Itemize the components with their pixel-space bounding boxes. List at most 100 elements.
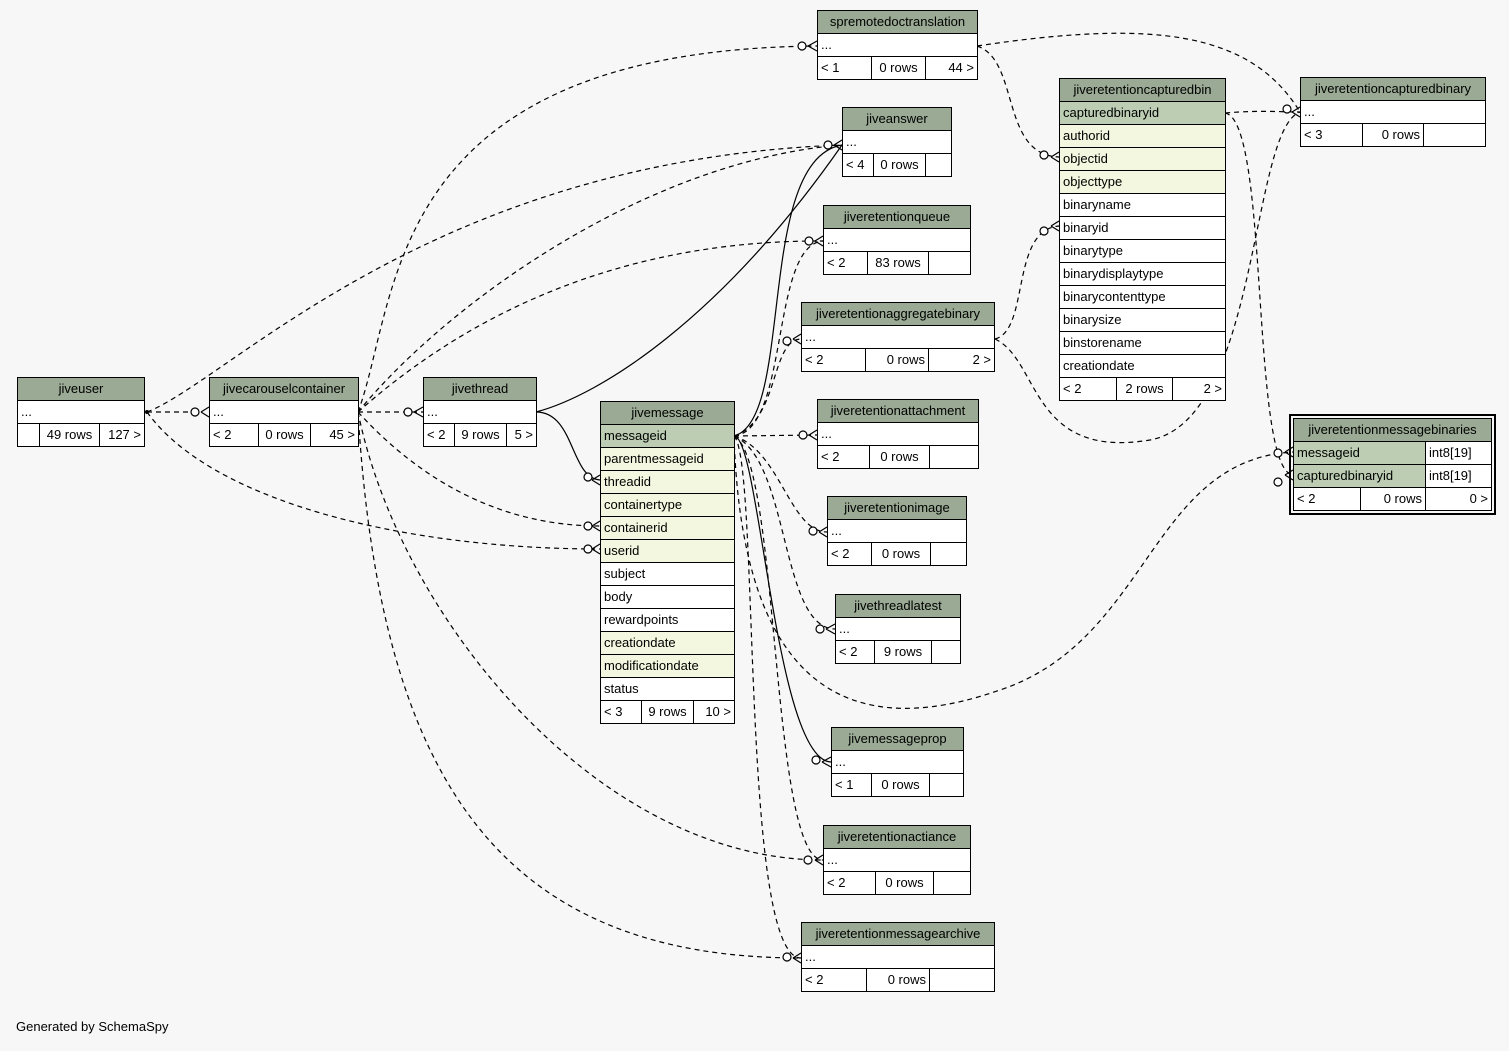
row-count: 0 rows xyxy=(866,969,929,991)
column-row: ... xyxy=(832,751,963,774)
column-binarysize: binarysize xyxy=(1060,309,1225,332)
table-jiveretentionactiance[interactable]: jiveretentionactiance ... < 2 0 rows xyxy=(823,825,971,895)
column-messageid: messageid xyxy=(601,425,734,448)
column-subject: subject xyxy=(601,563,734,586)
table-jiveretentionqueue[interactable]: jiveretentionqueue ... < 2 83 rows xyxy=(823,205,971,275)
table-name: spremotedoctranslation xyxy=(818,11,977,34)
column-row: ... xyxy=(818,34,977,57)
table-name: jiveretentioncapturedbinary xyxy=(1301,78,1485,101)
child-count xyxy=(925,154,951,176)
child-count xyxy=(930,543,966,565)
column-authorid: authorid xyxy=(1060,125,1225,148)
column-name: capturedbinaryid xyxy=(1294,465,1425,487)
table-jivethreadlatest[interactable]: jivethreadlatest ... < 2 9 rows xyxy=(835,594,961,664)
crowsfoot-markers xyxy=(200,40,1301,964)
column-row: ... xyxy=(843,131,951,154)
table-jiveretentioncapturedbin[interactable]: jiveretentioncapturedbin capturedbinaryi… xyxy=(1059,78,1226,401)
child-count xyxy=(929,969,994,991)
table-name: jiveretentionaggregatebinary xyxy=(802,303,994,326)
parent-count: < 2 xyxy=(827,875,846,890)
column-objecttype: objecttype xyxy=(1060,171,1225,194)
column-modificationdate: modificationdate xyxy=(601,655,734,678)
row-count: 0 rows xyxy=(1360,488,1425,510)
column-row: ... xyxy=(818,423,978,446)
edge-thread-answer xyxy=(535,144,843,413)
child-count xyxy=(931,641,960,663)
table-name: jivemessageprop xyxy=(832,728,963,751)
child-count: 45 > xyxy=(310,424,358,446)
column-parentmessageid: parentmessageid xyxy=(601,448,734,471)
row-count: 0 rows xyxy=(871,774,929,796)
child-count xyxy=(928,252,970,274)
table-stats: < 1 0 rows 44 > xyxy=(818,57,977,79)
table-name: jiveretentionmessagebinaries xyxy=(1294,419,1491,442)
child-count: 2 > xyxy=(928,349,994,371)
edge-message-threadlatest xyxy=(733,435,836,630)
table-jivemessage[interactable]: jivemessage messageid parentmessageid th… xyxy=(600,401,735,724)
table-stats: < 2 9 rows 5 > xyxy=(424,424,536,446)
table-stats: < 2 0 rows xyxy=(828,543,966,565)
table-jiveanswer[interactable]: jiveanswer ... < 4 0 rows xyxy=(842,107,952,177)
table-name: jiveretentionqueue xyxy=(824,206,970,229)
table-jiveretentionattachment[interactable]: jiveretentionattachment ... < 2 0 rows xyxy=(817,399,979,469)
parent-count: < 2 xyxy=(831,546,850,561)
row-count: 0 rows xyxy=(258,424,310,446)
column-status: status xyxy=(601,678,734,701)
child-count: 5 > xyxy=(506,424,536,446)
column-row: ... xyxy=(424,401,536,424)
parent-count: < 2 xyxy=(827,255,846,270)
column-row: ... xyxy=(18,401,144,424)
row-count: 0 rows xyxy=(871,543,930,565)
cardinality-markers xyxy=(190,41,1292,962)
edge-thread-message xyxy=(535,411,601,481)
table-stats: < 3 0 rows xyxy=(1301,124,1485,146)
edge-capturedbin-capturedbinary xyxy=(1224,110,1301,114)
table-jiveretentionimage[interactable]: jiveretentionimage ... < 2 0 rows xyxy=(827,496,967,566)
edge-carousel-answer xyxy=(357,144,843,413)
row-count: 0 rows xyxy=(873,154,925,176)
edge-message-queue xyxy=(733,240,824,437)
table-jiveretentionaggregatebinary[interactable]: jiveretentionaggregatebinary ... < 2 0 r… xyxy=(801,302,995,372)
column-containertype: containertype xyxy=(601,494,734,517)
table-stats: < 2 0 rows xyxy=(824,872,970,894)
parent-count: < 1 xyxy=(821,60,840,75)
table-stats: < 2 2 rows 2 > xyxy=(1060,378,1225,400)
row-count: 0 rows xyxy=(1362,124,1423,146)
parent-count: < 2 xyxy=(805,352,824,367)
edge-capturedbin-msgbinaries xyxy=(1224,112,1294,476)
edge-carousel-spremote xyxy=(357,45,818,413)
edge-message-msgbinaries xyxy=(733,435,1294,709)
table-stats: < 3 9 rows 10 > xyxy=(601,701,734,723)
table-jiveretentionmessagebinaries[interactable]: jiveretentionmessagebinaries messageid i… xyxy=(1289,414,1496,515)
column-row: ... xyxy=(824,229,970,252)
table-jiveuser[interactable]: jiveuser ... 49 rows 127 > xyxy=(17,377,145,447)
row-count: 0 rows xyxy=(871,57,925,79)
table-jiveretentioncapturedbinary[interactable]: jiveretentioncapturedbinary ... < 3 0 ro… xyxy=(1300,77,1486,147)
table-jivemessageprop[interactable]: jivemessageprop ... < 1 0 rows xyxy=(831,727,964,797)
table-jivecarouselcontainer[interactable]: jivecarouselcontainer ... < 2 0 rows 45 … xyxy=(209,377,359,447)
column-type: int8[19] xyxy=(1425,442,1491,464)
column-row: ... xyxy=(1301,101,1485,124)
edge-message-messageprop xyxy=(733,435,832,763)
row-count: 49 rows xyxy=(39,424,99,446)
column-creationdate: creationdate xyxy=(1060,355,1225,378)
table-name: jiveretentionattachment xyxy=(818,400,978,423)
column-capturedbinaryid: capturedbinaryid xyxy=(1060,102,1225,125)
row-count: 0 rows xyxy=(869,446,929,468)
edge-carousel-archive xyxy=(357,411,802,959)
table-stats: < 2 0 rows 0 > xyxy=(1294,488,1491,510)
table-spremotedoctranslation[interactable]: spremotedoctranslation ... < 1 0 rows 44… xyxy=(817,10,978,80)
column-row: ... xyxy=(824,849,970,872)
column-binstorename: binstorename xyxy=(1060,332,1225,355)
column-binarydisplaytype: binarydisplaytype xyxy=(1060,263,1225,286)
table-name: jiveanswer xyxy=(843,108,951,131)
table-name: jiveretentionactiance xyxy=(824,826,970,849)
row-count: 9 rows xyxy=(874,641,931,663)
parent-count: < 3 xyxy=(604,704,623,719)
table-name: jivemessage xyxy=(601,402,734,425)
table-jiveretentionmessagearchive[interactable]: jiveretentionmessagearchive ... < 2 0 ro… xyxy=(801,922,995,992)
row-count: 2 rows xyxy=(1116,378,1172,400)
parent-count: < 2 xyxy=(839,644,858,659)
table-jivethread[interactable]: jivethread ... < 2 9 rows 5 > xyxy=(423,377,537,447)
